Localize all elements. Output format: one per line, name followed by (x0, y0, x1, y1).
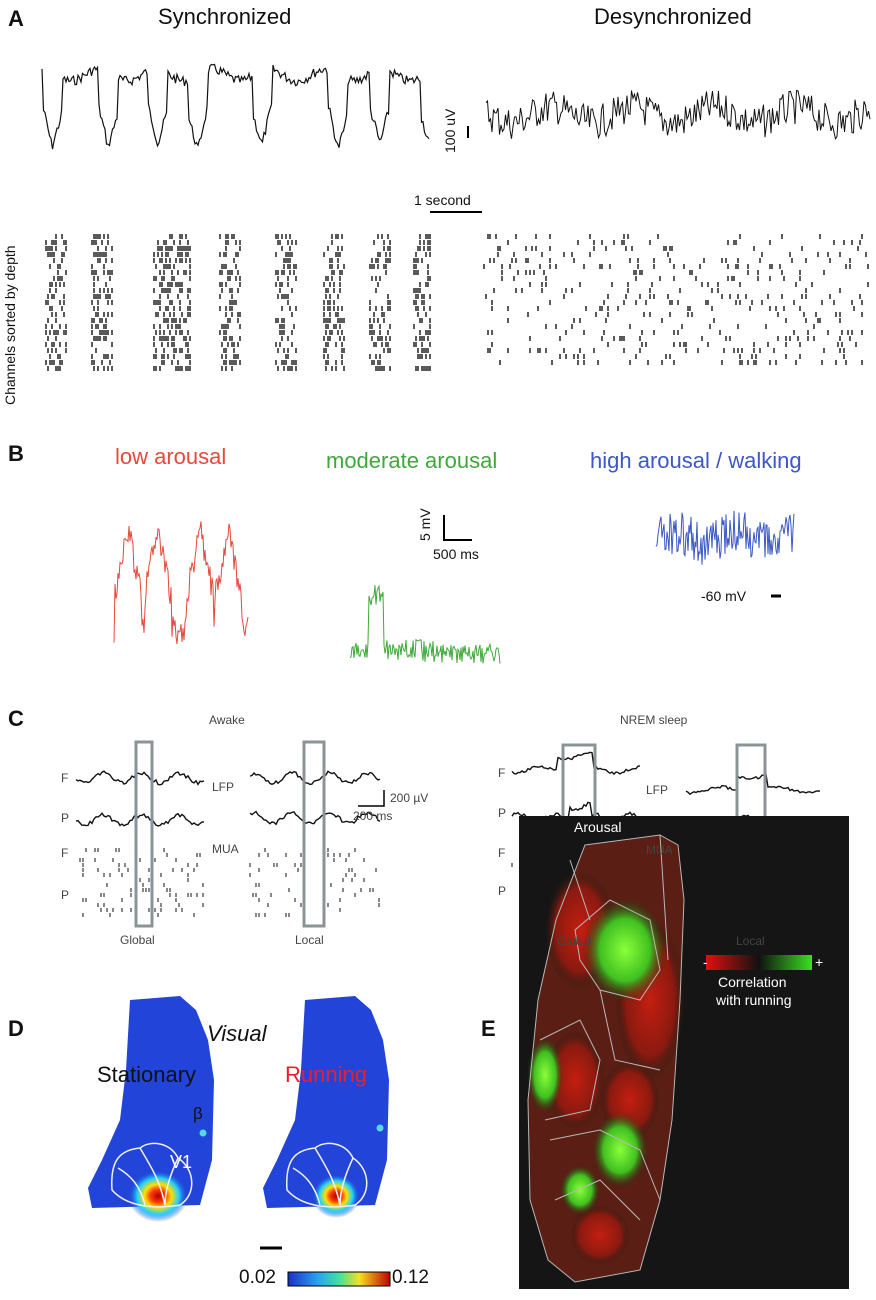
e-colorbar (706, 955, 812, 970)
running-beta-marker (376, 1124, 384, 1132)
running-hotspot (312, 1174, 360, 1218)
panel-a-letter: A (8, 6, 24, 31)
e-caption-line2: with running (716, 992, 792, 1008)
arousal-title: Arousal (574, 819, 622, 835)
awake-p-mua: P (61, 888, 70, 902)
e-area-outlines (527, 834, 685, 1283)
panel-c-letter: C (8, 706, 24, 731)
c-time-scale: 200 ms (353, 809, 393, 823)
nrem-f-mua: F (498, 846, 506, 860)
stationary-label: Stationary (97, 1062, 197, 1087)
high-arousal-trace (655, 510, 795, 565)
e-green-region (583, 898, 667, 1002)
desync-title: Desynchronized (594, 4, 752, 29)
awake-p-lfp: P (61, 811, 70, 825)
running-area-outlines (286, 1142, 368, 1208)
nrem-lfp-label: LFP (646, 783, 669, 797)
b-voltage-scale: 5 mV (417, 508, 433, 541)
awake-local-box (302, 740, 326, 928)
b-time-scale: 500 ms (433, 546, 479, 562)
awake-mua-label: MUA (212, 842, 239, 856)
v1-label: V1 (170, 1152, 193, 1172)
b-baseline-label: -60 mV (701, 588, 747, 604)
b-scale-bar (443, 515, 472, 541)
nrem-mua-label: MUA (646, 843, 673, 857)
e-minus-label: - (703, 954, 708, 970)
visual-title: Visual (207, 1021, 267, 1046)
nrem-title: NREM sleep (620, 713, 688, 727)
nrem-local-label: Local (736, 934, 765, 948)
awake-local-label: Local (295, 933, 324, 947)
stationary-hotspot (128, 1170, 188, 1222)
high-arousal-label: high arousal / walking (590, 448, 802, 473)
panel-e-letter: E (481, 1016, 496, 1041)
desync-raster (483, 234, 869, 365)
sync-title: Synchronized (158, 4, 292, 29)
moderate-arousal-trace (349, 584, 501, 664)
awake-f-mua: F (61, 846, 69, 860)
nrem-p-lfp: P (498, 806, 507, 820)
nrem-p-mua: P (498, 884, 507, 898)
stationary-area-outlines (111, 1142, 193, 1208)
e-caption-line1: Correlation (718, 974, 787, 990)
nrem-global-label: Global (557, 934, 592, 948)
beta-label: β (193, 1104, 203, 1123)
desync-lfp-trace (485, 89, 871, 141)
awake-lfp-label: LFP (212, 780, 235, 794)
colorbar-max: 0.12 (392, 1267, 429, 1288)
e-plus-label: + (815, 954, 824, 970)
nrem-f-lfp: F (498, 766, 506, 780)
awake-global-box (134, 740, 154, 928)
awake-f-lfp: F (61, 771, 69, 785)
panel-d-letter: D (8, 1016, 24, 1041)
sync-lfp-trace (41, 63, 430, 150)
low-arousal-label: low arousal (115, 444, 227, 469)
stationary-beta-marker (199, 1129, 207, 1137)
running-map (263, 996, 389, 1208)
panel-b-letter: B (8, 441, 24, 466)
colorbar-min: 0.02 (239, 1267, 276, 1288)
time-scale-label: 1 second (414, 192, 471, 208)
moderate-arousal-label: moderate arousal (326, 448, 498, 473)
running-label: Running (285, 1062, 367, 1087)
c-voltage-scale: 200 µV (390, 791, 429, 805)
sync-raster (45, 234, 431, 371)
low-arousal-trace (113, 521, 249, 644)
awake-title: Awake (209, 713, 245, 727)
c-scale-bar (358, 790, 385, 807)
awake-global-label: Global (120, 933, 155, 947)
stationary-map (88, 996, 214, 1208)
d-colorbar (287, 1271, 391, 1287)
